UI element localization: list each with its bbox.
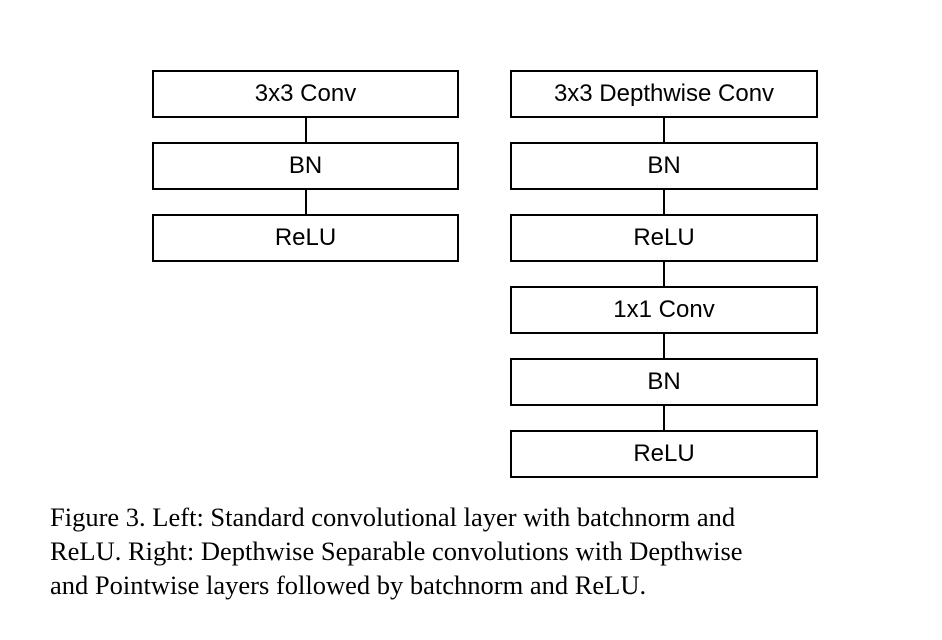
layer-bn: BN (152, 142, 459, 190)
caption-line: ReLU. Right: Depthwise Separable convolu… (50, 536, 743, 566)
figure-caption: Figure 3. Left: Standard convolutional l… (50, 500, 930, 602)
connector-line (510, 406, 818, 430)
standard-conv-stack: 3x3 Conv BN ReLU (152, 70, 459, 262)
layer-3x3-conv: 3x3 Conv (152, 70, 459, 118)
layer-relu: ReLU (152, 214, 459, 262)
connector-line (510, 262, 818, 286)
connector-line (510, 118, 818, 142)
depthwise-separable-stack: 3x3 Depthwise Conv BN ReLU 1x1 Conv BN R… (510, 70, 818, 478)
connector-line (510, 190, 818, 214)
layer-relu: ReLU (510, 430, 818, 478)
caption-line: Figure 3. Left: Standard convolutional l… (50, 502, 736, 532)
caption-line: and Pointwise layers followed by batchno… (50, 570, 647, 600)
connector-line (510, 334, 818, 358)
layer-bn: BN (510, 142, 818, 190)
layer-1x1-conv: 1x1 Conv (510, 286, 818, 334)
layer-relu: ReLU (510, 214, 818, 262)
connector-line (152, 118, 459, 142)
layer-3x3-depthwise-conv: 3x3 Depthwise Conv (510, 70, 818, 118)
layer-bn: BN (510, 358, 818, 406)
connector-line (152, 190, 459, 214)
